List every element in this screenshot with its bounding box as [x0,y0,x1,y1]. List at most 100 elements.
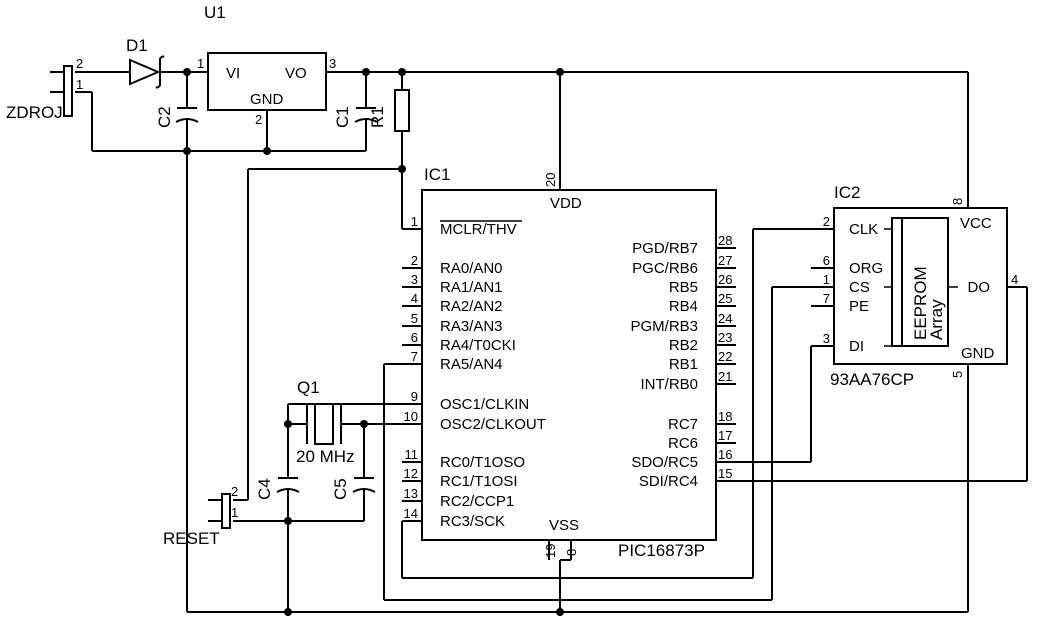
ic1-pin-name: PGD/RB7 [632,240,698,257]
ic2-array-line2: Array [927,299,946,340]
ic2-gnd-pin: 5 [950,371,965,378]
q1-label: Q1 [297,378,320,397]
ic1-pin-28: 28 PGD/RB7 [632,233,736,257]
u1-pin2: 2 [255,112,262,127]
ic1-pin-7: 7 RA5/AN4 [402,349,503,373]
ic1-pin-number: 5 [411,311,418,326]
ic1-vdd-pin: 20 [543,173,558,187]
ic1-pin-4: 4 RA2/AN2 [402,291,503,315]
ic1-pin-name: RB1 [669,356,698,373]
u1-pin1: 1 [197,56,204,71]
ic1-pin-name: OSC1/CLKIN [440,396,529,413]
ic1-pin-number: 6 [411,330,418,345]
ic2-pin-4: 4DO [968,272,1027,296]
u1-label: U1 [204,3,226,22]
ic1-vss-pin-8: 8 [564,549,579,556]
ic1-pin-21: 21 INT/RB0 [640,369,736,393]
ic2-pin-name: PE [849,298,869,315]
ic1-pin-number: 28 [718,233,732,248]
ic1-pin-name: SDO/RC5 [631,454,698,471]
ic1-pin-22: 22 RB1 [669,349,736,373]
ic1-pin-name: RC7 [668,416,698,433]
u1-pin3: 3 [329,56,336,71]
ic1-pin-number: 10 [404,409,418,424]
ic1-pin-number: 22 [718,349,732,364]
ic2-pin-number: 2 [823,214,830,229]
ic2-pin-number: 1 [823,272,830,287]
ic1-pin-name: INT/RB0 [640,376,698,393]
ic1-pin-name: RC1/T1OSI [440,473,518,490]
ic1-vss: VSS [549,517,579,534]
ic2-pin-number: 7 [823,291,830,306]
ic1-pin-18: 18 RC7 [668,409,736,433]
ic1-vss-pin-19: 19 [543,544,558,558]
ic1-vdd: VDD [550,195,582,212]
ic2-pin-number: 4 [1011,272,1018,287]
ic2-right-pins: 4DO [968,272,1027,296]
ic1-pin-number: 17 [718,428,732,443]
ic2-pin-name: CS [849,279,870,296]
ic1-pin-name: RA3/AN3 [440,318,503,335]
c4-label: C4 [255,478,274,500]
ic1-pin-name: RC0/T1OSO [440,454,525,471]
u1-vo: VO [285,65,307,82]
ic1-pin-number: 9 [411,389,418,404]
ic1-pin-number: 2 [411,253,418,268]
ic1-pin-name: RA1/AN1 [440,279,503,296]
ic1-pin-name: RB4 [669,298,698,315]
ic1-right-pins: 28PGD/RB727PGC/RB626RB525RB424PGM/RB323R… [630,233,736,490]
ic2-pin-name: DI [849,338,864,355]
ic1-pin-name: RA5/AN4 [440,356,503,373]
ic2-part: 93AA76CP [830,370,914,389]
ic1-pin-name: RA2/AN2 [440,298,503,315]
ic1-pin-name: RC2/CCP1 [440,493,514,510]
ic1-pin-number: 12 [404,466,418,481]
ic2-pin-number: 6 [823,253,830,268]
u1-gnd: GND [250,91,284,108]
resistor-r1: R1 [368,89,410,132]
capacitor-c1: C1 [333,106,378,128]
ic1-pin-number: 21 [718,369,732,384]
regulator-u1: U1 VI VO GND 1 3 2 [197,3,336,127]
ic1-pin-number: 7 [411,349,418,364]
zdroj-pin1: 1 [76,77,83,92]
r1-label: R1 [368,106,387,128]
reset-label: RESET [163,529,220,548]
ic1-pin-number: 11 [405,447,419,462]
ic2-array-line1: EEPROM [911,266,930,340]
u1-vi: VI [226,65,240,82]
capacitor-c5: C5 [331,477,376,500]
wires [75,71,1028,613]
ic1-pin-11: 11 RC0/T1OSO [402,447,525,471]
reset-pin2: 2 [231,484,238,499]
ic1-pin-12: 12 RC1/T1OSI [402,466,518,490]
ic1-pin-number: 4 [411,291,418,306]
ic1-pin-number: 27 [718,253,732,268]
ic2-vcc-pin: 8 [950,198,965,205]
capacitor-c2: C2 [155,106,199,128]
ic2-pin-1: 1 CS [811,272,870,296]
zdroj-label: ZDROJ [6,103,63,122]
ic1-pin-number: 24 [718,311,732,326]
d1-label: D1 [126,36,148,55]
ic1-pin-number: 18 [718,409,732,424]
ic1-pin-name: MCLR/THV [440,221,517,238]
ic2-pin-7: 7 PE [811,291,869,315]
ic2-pin-number: 3 [823,331,830,346]
crystal-q1: Q1 20 MHz [296,378,355,466]
